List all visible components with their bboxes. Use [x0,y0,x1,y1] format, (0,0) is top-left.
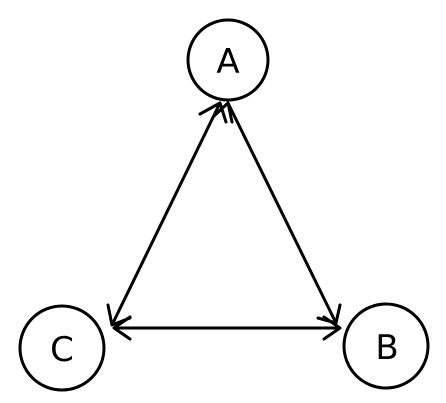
node-b[interactable]: B [342,302,430,390]
edge-a-b [212,101,342,325]
edge-c-b [112,315,342,341]
node-a[interactable]: A [186,18,270,102]
node-c-circle [18,304,106,392]
arrowhead-c-start [112,315,132,341]
arrowhead-b-start [322,315,342,341]
node-b-label: B [375,328,398,368]
node-c-label: C [50,330,74,370]
arrowhead-b-end [316,303,342,325]
node-a-label: A [216,42,239,82]
arrowhead-a-end [212,101,234,124]
node-b-circle [342,302,430,390]
node-c[interactable]: C [18,304,106,392]
node-a-circle [186,18,270,102]
arrowhead-a-start [198,101,228,124]
edge-a-c [106,101,228,327]
